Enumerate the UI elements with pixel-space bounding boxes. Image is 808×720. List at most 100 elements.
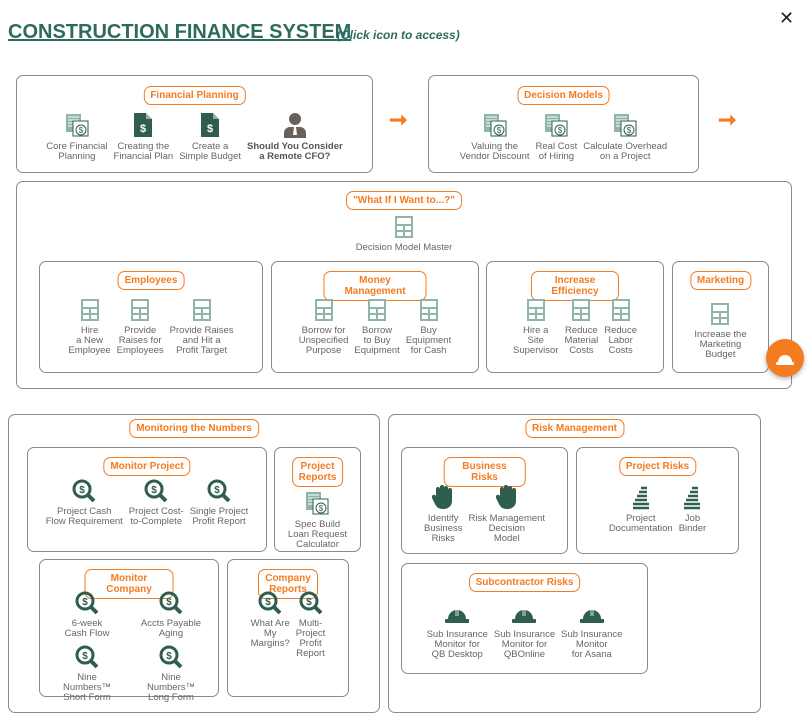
- monitor-project-item[interactable]: $Single Project Profit Report: [190, 479, 248, 527]
- subcontractor-risks-item[interactable]: Sub Insurance Monitor for QB Desktop: [427, 604, 488, 660]
- decision-models-item[interactable]: $Real Cost of Hiring: [536, 112, 577, 162]
- marketing-label-button[interactable]: Marketing: [689, 271, 752, 290]
- calculator-icon: [571, 298, 591, 326]
- risk-management-label-button[interactable]: Risk Management: [524, 419, 625, 438]
- project-risks-item[interactable]: Project Documentation: [609, 486, 673, 534]
- magnifier-dollar-icon: $: [75, 591, 99, 619]
- hard-hat-fab-button[interactable]: [766, 339, 804, 377]
- person-icon: [283, 112, 307, 142]
- calculator-icon: [130, 298, 150, 326]
- project-risks-item[interactable]: Job Binder: [679, 486, 706, 534]
- magnifier-dollar-icon: $: [299, 591, 323, 619]
- financial-planning-item[interactable]: $Core Financial Planning: [46, 112, 108, 162]
- project-reports-label-button[interactable]: Project Reports: [291, 457, 344, 487]
- item-label: Decision Model Master: [355, 242, 453, 253]
- calculator-icon: [419, 298, 439, 326]
- monitor-project-item[interactable]: $Project Cash Flow Requirement: [46, 479, 123, 527]
- employees-item[interactable]: Provide Raises for Employees: [117, 298, 164, 356]
- monitor-project-label-button[interactable]: Monitor Project: [103, 457, 191, 476]
- money-management-item[interactable]: Buy Equipment for Cash: [406, 298, 451, 356]
- monitor-company-label-button[interactable]: Monitor Company: [84, 569, 174, 599]
- financial-planning-label-button[interactable]: Financial Planning: [143, 86, 246, 105]
- svg-text:$: $: [166, 651, 172, 662]
- employees-label-button[interactable]: Employees: [117, 271, 185, 290]
- business-risks-item[interactable]: Risk Management Decision Model: [469, 484, 545, 544]
- document-stack-icon: [681, 486, 703, 514]
- increase-efficiency-item[interactable]: Reduce Labor Costs: [604, 298, 637, 356]
- subcontractor-risks-label-button[interactable]: Subcontractor Risks: [468, 573, 581, 592]
- item-label: Multi- Project Profit Report: [295, 618, 326, 659]
- item-label: Reduce Material Costs: [564, 325, 599, 356]
- hard-hat-icon: [511, 604, 537, 630]
- spreadsheet-dollar-icon: $: [612, 112, 638, 142]
- monitor-company-item[interactable]: $Accts Payable Aging: [136, 591, 206, 639]
- item-label: Should You Consider a Remote CFO?: [247, 141, 343, 162]
- business-risks-label-button[interactable]: Business Risks: [443, 457, 526, 487]
- increase-efficiency-label-button[interactable]: Increase Efficiency: [531, 271, 619, 301]
- subcontractor-risks-item[interactable]: Sub Insurance Monitor for Asana: [561, 604, 622, 660]
- monitor-company-item[interactable]: $Nine Numbers™ Short Form: [52, 645, 122, 703]
- spreadsheet-dollar-icon: $: [543, 112, 569, 142]
- document-dollar-icon: $: [133, 112, 153, 142]
- item-row: Increase the Marketing Budget: [673, 302, 768, 360]
- money-management-label-button[interactable]: Money Management: [323, 271, 427, 301]
- page-subtitle: (Click icon to access): [337, 28, 460, 42]
- what-if-label-button[interactable]: "What If I Want to...?": [346, 191, 462, 210]
- svg-text:$: $: [166, 597, 172, 608]
- calculator-icon: [611, 298, 631, 326]
- item-row: $6-week Cash Flow$Accts Payable Aging$Ni…: [40, 591, 218, 703]
- item-label: Nine Numbers™ Long Form: [146, 672, 196, 703]
- financial-planning-item[interactable]: Should You Consider a Remote CFO?: [247, 112, 343, 162]
- item-label: Project Documentation: [608, 513, 673, 534]
- financial-planning-panel: Financial Planning $Core Financial Planni…: [16, 75, 373, 173]
- hard-hat-icon: [444, 604, 470, 630]
- marketing-item[interactable]: Increase the Marketing Budget: [694, 302, 747, 360]
- svg-text:$: $: [82, 597, 88, 608]
- decision-models-item[interactable]: $Calculate Overhead on a Project: [583, 112, 667, 162]
- financial-planning-item[interactable]: $Creating the Financial Plan: [114, 112, 173, 162]
- monitoring-label-button[interactable]: Monitoring the Numbers: [129, 419, 259, 438]
- financial-planning-item[interactable]: $Create a Simple Budget: [179, 112, 241, 162]
- money-management-item[interactable]: Borrow to Buy Equipment: [354, 298, 400, 356]
- monitor-company-item[interactable]: $ Nine Numbers™ Long Form: [136, 645, 206, 703]
- decision-models-label-button[interactable]: Decision Models: [517, 86, 610, 105]
- item-label: Hire a Site Supervisor: [513, 325, 559, 356]
- hand-icon: [431, 484, 454, 514]
- item-label: Valuing the Vendor Discount: [459, 141, 530, 162]
- monitor-company-item[interactable]: $6-week Cash Flow: [52, 591, 122, 639]
- decision-models-item[interactable]: $Valuing the Vendor Discount: [460, 112, 530, 162]
- calculator-icon: [80, 298, 100, 326]
- svg-text:$: $: [140, 123, 146, 135]
- company-reports-item[interactable]: $Multi- Project Profit Report: [295, 591, 326, 659]
- subcontractor-risks-item[interactable]: Sub Insurance Monitor for QBOnline: [494, 604, 555, 660]
- item-label: Spec Build Loan Request Calculator: [287, 519, 348, 550]
- item-label: Project Cost- to-Complete: [128, 506, 184, 527]
- project-risks-label-button[interactable]: Project Risks: [618, 457, 697, 476]
- employees-item[interactable]: Hire a New Employee: [68, 298, 111, 356]
- business-risks-item[interactable]: Identify Business Risks: [424, 484, 463, 544]
- close-icon[interactable]: ✕: [779, 8, 795, 28]
- svg-text:$: $: [627, 126, 632, 135]
- calculator-icon: [394, 215, 414, 243]
- project-reports-item[interactable]: $Spec Build Loan Request Calculator: [288, 490, 347, 550]
- document-dollar-icon: $: [200, 112, 220, 142]
- svg-text:$: $: [79, 126, 84, 135]
- increase-efficiency-item[interactable]: Reduce Material Costs: [564, 298, 598, 356]
- what-if-item[interactable]: Decision Model Master: [355, 215, 453, 253]
- item-label: 6-week Cash Flow: [64, 618, 110, 639]
- money-management-item[interactable]: Borrow for Unspecified Purpose: [299, 298, 348, 356]
- monitor-project-item[interactable]: $Project Cost- to-Complete: [129, 479, 184, 527]
- employees-item[interactable]: Provide Raises and Hit a Profit Target: [170, 298, 234, 356]
- increase-efficiency-item[interactable]: Hire a Site Supervisor: [513, 298, 558, 356]
- spreadsheet-dollar-icon: $: [64, 112, 90, 142]
- company-reports-item[interactable]: $What Are My Margins?: [251, 591, 290, 659]
- arrow-right-icon: ➞: [718, 107, 737, 132]
